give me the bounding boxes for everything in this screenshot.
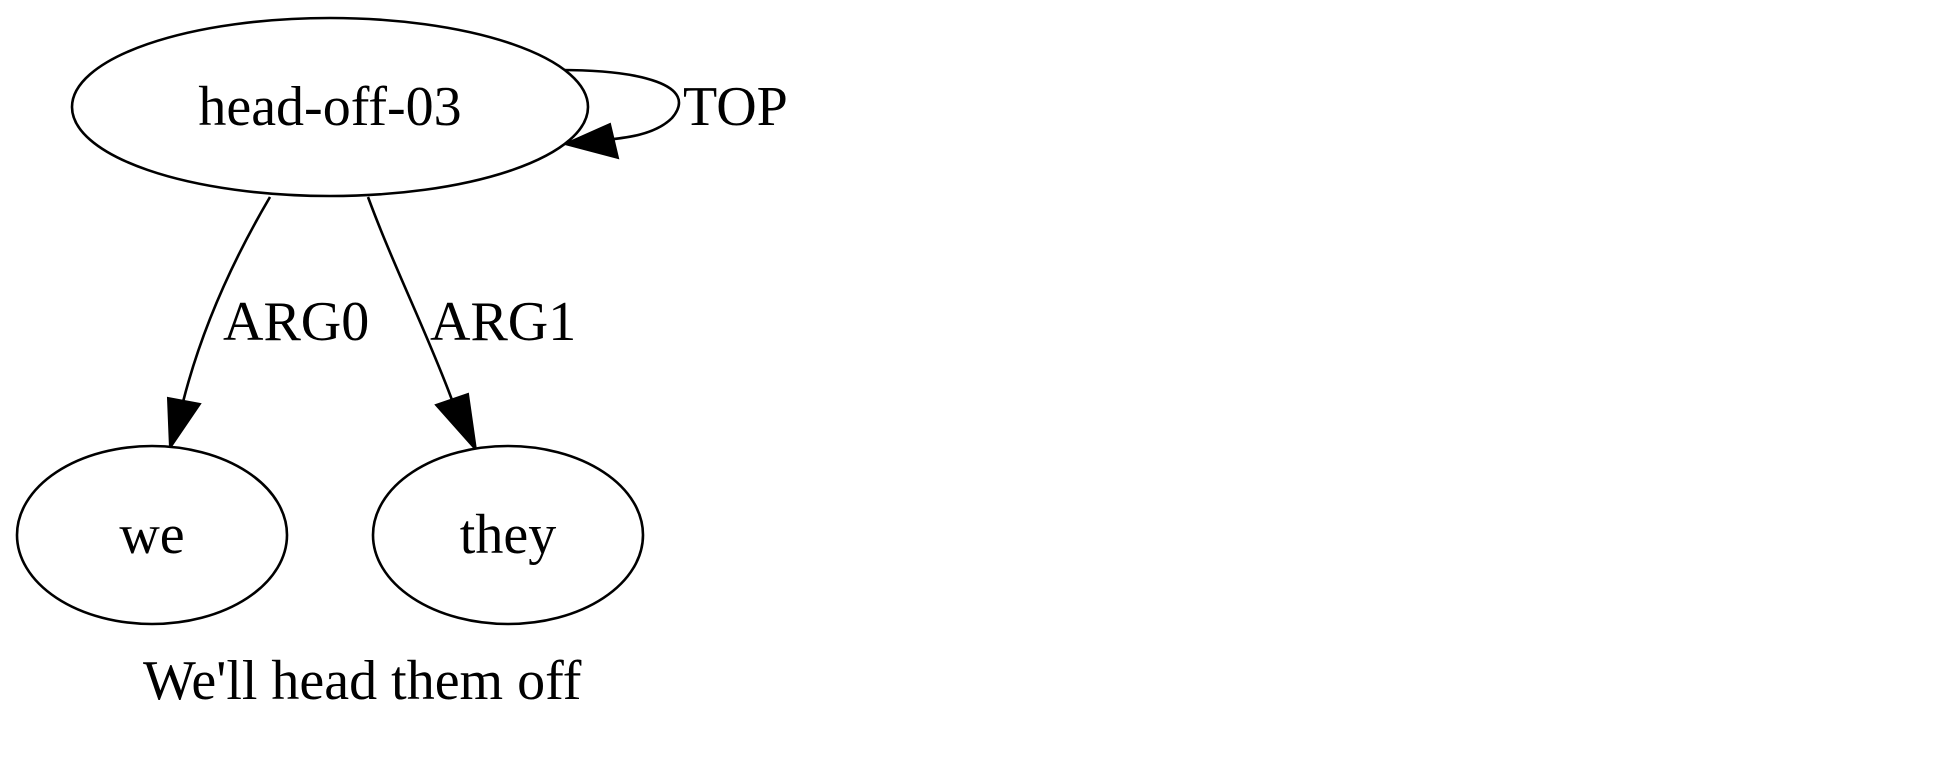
edge-arg0: ARG0 xyxy=(166,196,369,452)
node-head-off-03: head-off-03 xyxy=(70,16,590,198)
edge-top-self-loop: TOP xyxy=(559,68,788,160)
edge-arg0-arrowhead xyxy=(166,396,202,452)
edge-top-arrowhead xyxy=(561,122,620,160)
node-we: we xyxy=(15,444,289,626)
edge-top-path xyxy=(559,68,681,142)
edge-label-arg0: ARG0 xyxy=(223,291,369,353)
edge-arg1: ARG1 xyxy=(366,196,576,454)
node-they-ellipse xyxy=(371,444,645,626)
node-they: they xyxy=(371,444,645,626)
edge-arg1-path xyxy=(366,196,454,401)
edge-arg0-path xyxy=(181,196,272,403)
diagram-caption: We'll head them off xyxy=(143,650,582,712)
node-they-label: they xyxy=(460,504,556,566)
node-head-off-03-ellipse xyxy=(70,16,590,198)
node-we-ellipse xyxy=(15,444,289,626)
edge-arg1-arrowhead xyxy=(434,392,478,454)
edge-label-arg1: ARG1 xyxy=(430,291,576,353)
edge-label-top: TOP xyxy=(683,76,788,138)
node-head-off-03-label: head-off-03 xyxy=(198,76,461,138)
node-we-label: we xyxy=(119,504,184,566)
